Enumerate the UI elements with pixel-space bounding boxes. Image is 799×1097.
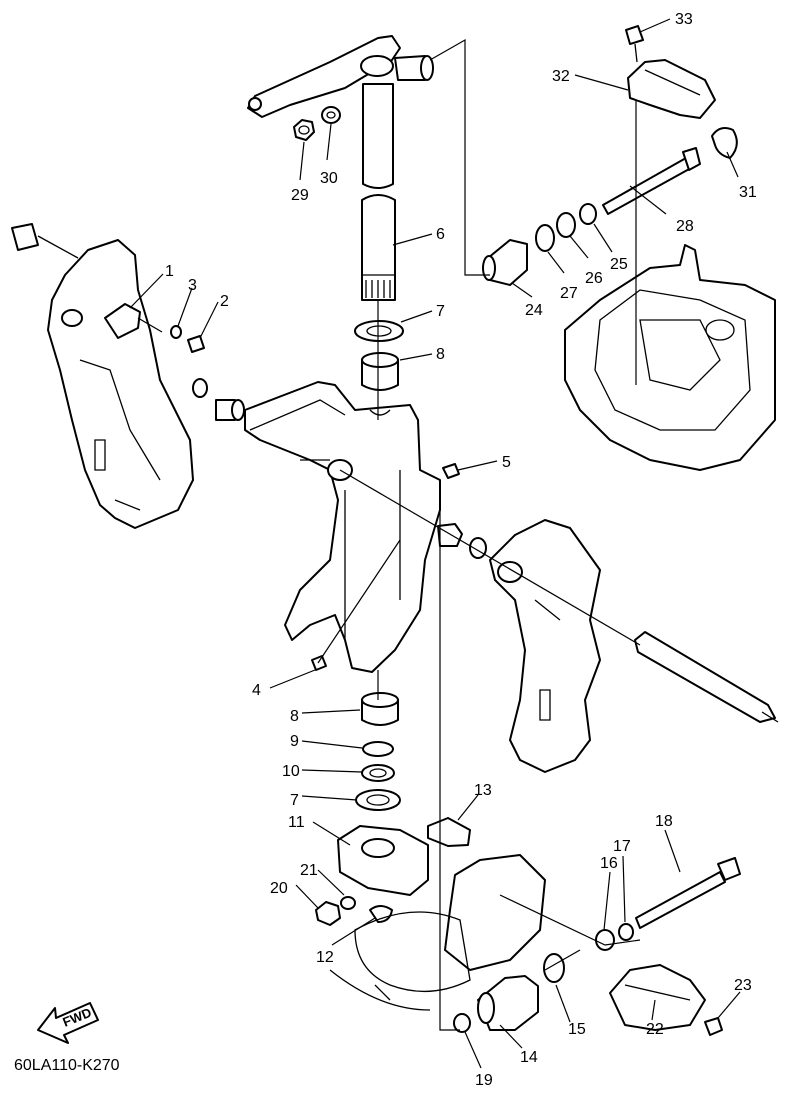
callout-21: 21 (300, 862, 318, 879)
washer-7-bottom (355, 789, 401, 811)
callout-leaders (129, 18, 741, 1069)
callout-2: 2 (220, 293, 229, 310)
cap-31 (711, 127, 738, 159)
washer-7-top (354, 320, 404, 342)
callout-23: 23 (734, 977, 752, 994)
engine-base (564, 244, 776, 471)
callout-28: 28 (676, 218, 694, 235)
grease-nipple-5 (442, 463, 460, 479)
bolt-28 (602, 147, 701, 215)
stopper-13 (427, 817, 471, 847)
callout-10: 10 (282, 763, 300, 780)
callout-30: 30 (320, 170, 338, 187)
bushing-left (192, 378, 245, 421)
washer-10 (361, 764, 395, 782)
swivel-bracket (244, 381, 441, 673)
callout-24: 24 (525, 302, 543, 319)
bolt-23 (704, 1017, 723, 1036)
callout-7-top: 7 (436, 303, 445, 320)
bushing-8-top (361, 352, 399, 391)
washer-15 (543, 953, 565, 983)
callout-13: 13 (474, 782, 492, 799)
callout-11: 11 (288, 814, 305, 831)
washer-17 (618, 923, 634, 941)
callout-31: 31 (739, 184, 757, 201)
assembly-lines (317, 38, 641, 1031)
callout-33: 33 (675, 11, 693, 28)
bolt-33 (625, 25, 644, 63)
diagram-code: 60LA110-K270 (14, 1057, 120, 1074)
washer-3 (170, 325, 182, 339)
callout-8-top: 8 (436, 346, 445, 363)
damper-24 (482, 239, 528, 286)
lower-mount-housing-11 (337, 825, 429, 896)
clip-12 (369, 905, 393, 923)
callout-14: 14 (520, 1049, 538, 1066)
washer-26 (556, 212, 576, 238)
mount-32 (627, 59, 716, 119)
callout-5: 5 (502, 454, 511, 471)
washer-25 (579, 203, 597, 225)
callout-8-bottom: 8 (290, 708, 299, 725)
callout-labels: 1 2 3 4 5 6 7 8 9 10 11 12 13 14 15 16 1… (165, 11, 757, 1089)
bushing-8-bottom (361, 692, 399, 726)
callout-7-bottom: 7 (290, 792, 299, 809)
callout-19: 19 (475, 1072, 493, 1089)
connector (11, 223, 79, 259)
callout-17: 17 (613, 838, 631, 855)
washer-16 (595, 929, 615, 951)
damper-14 (477, 975, 539, 1031)
washer-19 (453, 1013, 471, 1033)
callout-27: 27 (560, 285, 578, 302)
callout-22: 22 (646, 1021, 664, 1038)
steering-shaft (361, 83, 396, 301)
nut-29 (293, 119, 315, 141)
thru-tube (339, 469, 779, 723)
callout-16: 16 (600, 855, 618, 872)
callout-12: 12 (316, 949, 334, 966)
clamp-bracket-left (47, 239, 194, 529)
callout-1: 1 (165, 263, 174, 280)
washer-30 (321, 106, 341, 124)
mount-22 (609, 964, 706, 1031)
callout-26: 26 (585, 270, 603, 287)
part-1-holder (104, 303, 163, 339)
screw-4 (311, 655, 327, 671)
callout-18: 18 (655, 813, 673, 830)
callout-25: 25 (610, 256, 628, 273)
callout-9: 9 (290, 733, 299, 750)
callout-3: 3 (188, 277, 197, 294)
bolt-18 (635, 857, 741, 929)
lower-casting (329, 854, 546, 1011)
callout-6: 6 (436, 226, 445, 243)
callout-32: 32 (552, 68, 570, 85)
collar-27 (535, 224, 555, 252)
steering-arm (247, 35, 434, 118)
o-ring-9 (362, 741, 394, 757)
callout-4: 4 (252, 682, 261, 699)
clamp-bracket-right (489, 519, 601, 773)
callout-15: 15 (568, 1021, 586, 1038)
nut-20 (315, 901, 341, 926)
callout-20: 20 (270, 880, 288, 897)
washer-21 (340, 896, 356, 910)
fwd-arrow-icon: FWD (37, 1002, 99, 1044)
callout-29: 29 (291, 187, 309, 204)
bolt-2 (187, 335, 205, 353)
